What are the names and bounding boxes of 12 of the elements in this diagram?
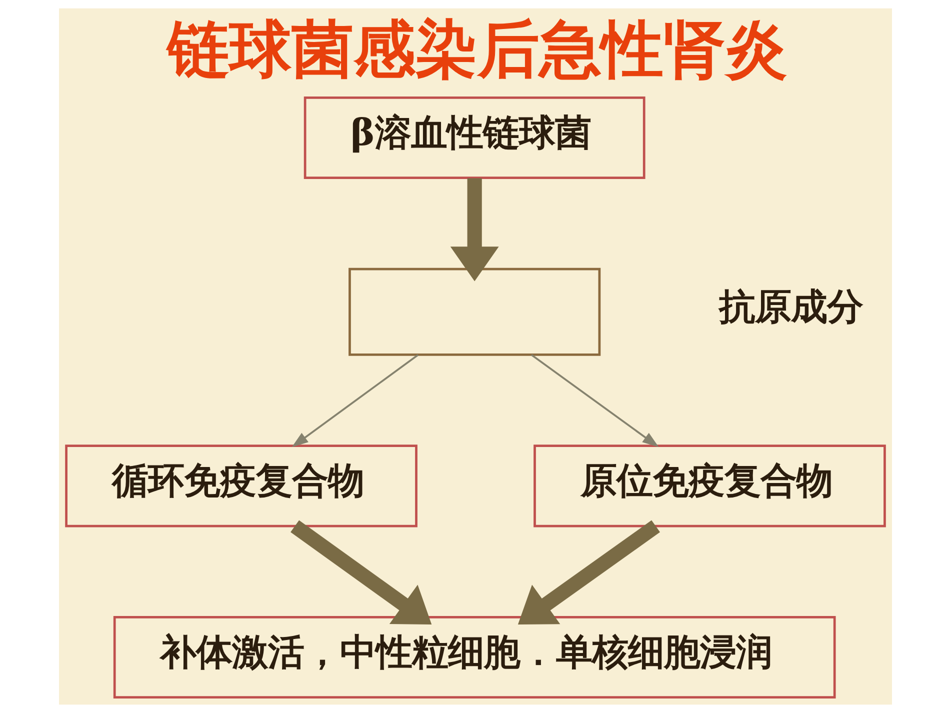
diagram-title: 链球菌感染后急性肾炎 xyxy=(166,12,787,86)
node-box: 补体激活，中性粒细胞．单核细胞浸润 xyxy=(112,616,836,699)
arrow xyxy=(291,354,418,448)
node-box: β溶血性链球菌 xyxy=(303,96,645,180)
node-label: 抗原成分 xyxy=(718,285,862,328)
arrow xyxy=(290,520,432,625)
arrow xyxy=(450,178,498,282)
node-box xyxy=(348,268,600,356)
node-box: 原位免疫复合物 xyxy=(533,444,886,528)
node-box: 循环免疫复合物 xyxy=(64,444,417,528)
arrow xyxy=(530,354,658,448)
arrow xyxy=(517,520,660,624)
